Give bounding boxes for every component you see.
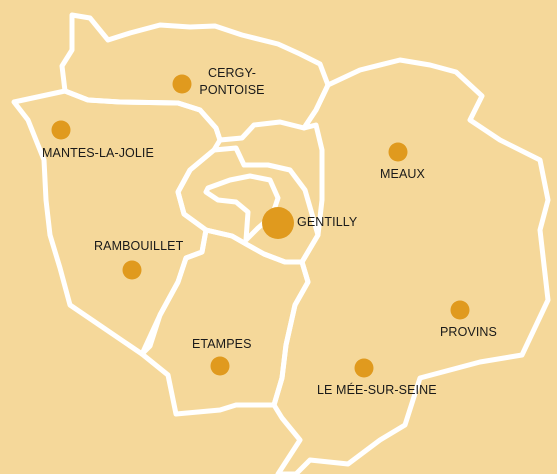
marker-provins[interactable] (450, 300, 470, 320)
region-etampes[interactable] (139, 227, 311, 417)
region-paris[interactable] (203, 173, 281, 243)
label-provins: PROVINS (440, 325, 497, 339)
marker-etampes[interactable] (210, 356, 230, 376)
label-cergy-pontoise: CERGY-PONTOISE (199, 66, 264, 97)
marker-mantes-la-jolie[interactable] (51, 120, 71, 140)
label-etampes: ETAMPES (192, 337, 252, 351)
label-rambouillet: RAMBOUILLET (94, 239, 184, 253)
marker-meaux[interactable] (388, 142, 408, 162)
marker-rambouillet[interactable] (122, 260, 142, 280)
region-meaux-provins[interactable] (271, 57, 551, 474)
label-mantes-la-jolie: MANTES-LA-JOLIE (42, 146, 154, 160)
label-le-mee-sur-seine: LE MÉE-SUR-SEINE (317, 382, 437, 397)
label-gentilly: GENTILLY (297, 215, 358, 229)
marker-cergy-pontoise[interactable] (172, 74, 192, 94)
marker-gentilly[interactable] (262, 207, 294, 239)
marker-le-mee-sur-seine[interactable] (354, 358, 374, 378)
region-inner-ring[interactable] (175, 145, 321, 265)
region-cergy-pontoise[interactable] (59, 12, 331, 143)
region-mantes-rambouillet[interactable] (11, 88, 223, 357)
label-meaux: MEAUX (380, 167, 426, 181)
